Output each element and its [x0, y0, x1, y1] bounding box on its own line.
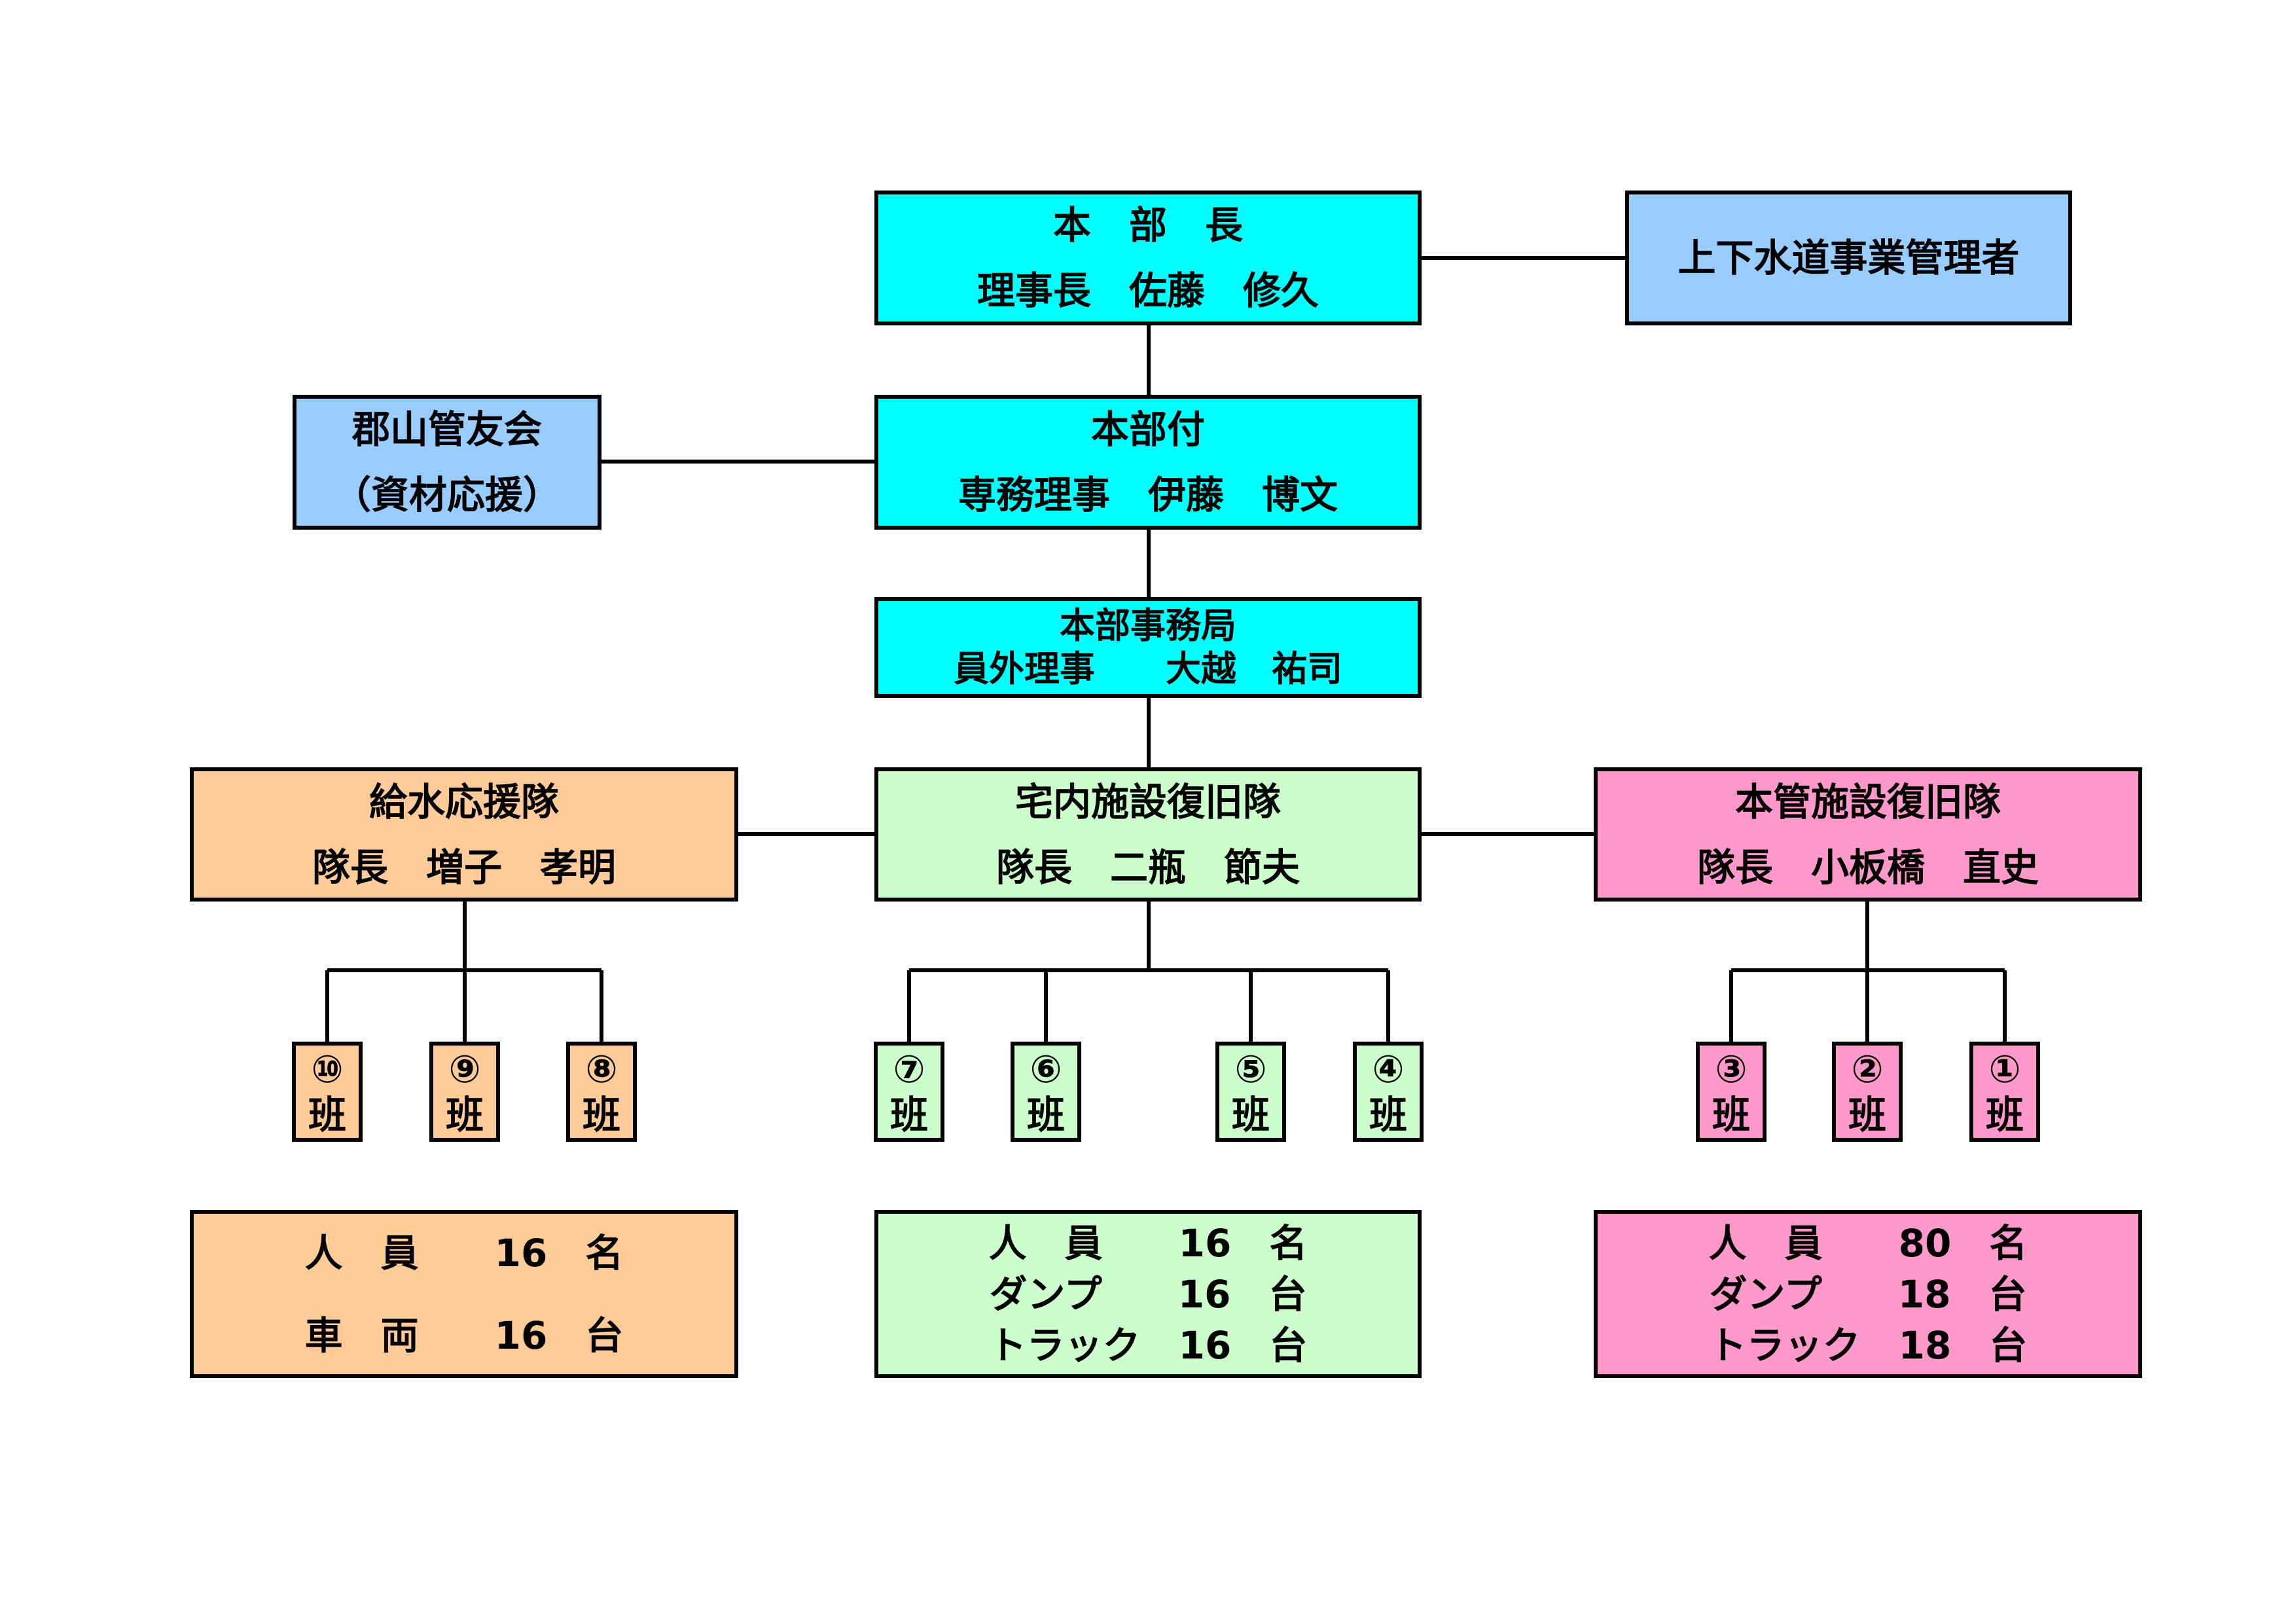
- honkan-box: 本管施設復旧隊 隊長 小板橋 直史: [1594, 767, 2142, 902]
- unit-8: ⑧ 班: [566, 1042, 637, 1142]
- unit-9-label: 班: [445, 1092, 484, 1137]
- unit-3-label: 班: [1712, 1092, 1750, 1137]
- summary-kyusui-vehicles: 車 両 16 台: [304, 1313, 624, 1358]
- jimukyoku-name: 員外理事 大越 祐司: [954, 648, 1342, 689]
- unit-7-label: 班: [889, 1092, 928, 1137]
- summary-takunai: 人 員 16 名 ダンプ 16 台 トラック 16 台: [874, 1210, 1422, 1378]
- unit-9: ⑨ 班: [429, 1042, 500, 1142]
- koriyama-box: 郡山管友会 （資材応援）: [293, 395, 601, 530]
- unit-2: ② 班: [1832, 1042, 1903, 1142]
- honkan-leader: 隊長 小板橋 直史: [1696, 845, 2039, 890]
- unit-1-num: ①: [1988, 1046, 2021, 1091]
- honbucho-name: 理事長 佐藤 修久: [977, 268, 1319, 313]
- unit-10: ⑩ 班: [292, 1042, 363, 1142]
- unit-2-label: 班: [1848, 1092, 1886, 1137]
- unit-6: ⑥ 班: [1011, 1042, 1081, 1142]
- jimukyoku-box: 本部事務局 員外理事 大越 祐司: [874, 597, 1422, 698]
- jogesuido-box: 上下水道事業管理者: [1625, 191, 2072, 325]
- unit-9-num: ⑨: [448, 1046, 481, 1091]
- summary-honkan-personnel: 人 員 80 名: [1708, 1220, 2028, 1266]
- unit-8-label: 班: [582, 1092, 620, 1137]
- unit-6-num: ⑥: [1030, 1046, 1062, 1091]
- koriyama-sub: （資材応援）: [332, 473, 561, 517]
- unit-7: ⑦ 班: [874, 1042, 944, 1142]
- honbutsuki-box: 本部付 専務理事 伊藤 博文: [874, 395, 1422, 530]
- unit-5: ⑤ 班: [1215, 1042, 1286, 1142]
- takunai-title: 宅内施設復旧隊: [1014, 779, 1281, 824]
- unit-5-label: 班: [1231, 1092, 1270, 1137]
- unit-3-num: ③: [1715, 1046, 1748, 1091]
- honbucho-title: 本 部 長: [1052, 203, 1243, 247]
- takunai-leader: 隊長 二瓶 節夫: [996, 845, 1300, 890]
- honkan-title: 本管施設復旧隊: [1734, 779, 2001, 824]
- unit-1-label: 班: [1985, 1092, 2024, 1137]
- unit-4: ④ 班: [1353, 1042, 1424, 1142]
- kyusui-box: 給水応援隊 隊長 増子 孝明: [190, 767, 738, 902]
- jogesuido-label: 上下水道事業管理者: [1677, 236, 2020, 280]
- unit-10-label: 班: [308, 1092, 346, 1137]
- unit-6-label: 班: [1026, 1092, 1065, 1137]
- summary-takunai-dump: ダンプ 16 台: [989, 1271, 1307, 1317]
- summary-takunai-truck: トラック 16 台: [988, 1322, 1308, 1368]
- kyusui-leader: 隊長 増子 孝明: [312, 845, 616, 890]
- takunai-box: 宅内施設復旧隊 隊長 二瓶 節夫: [874, 767, 1422, 902]
- unit-7-num: ⑦: [893, 1046, 925, 1091]
- unit-3: ③ 班: [1696, 1042, 1767, 1142]
- summary-takunai-personnel: 人 員 16 名: [988, 1220, 1308, 1266]
- honbutsuki-name: 専務理事 伊藤 博文: [958, 473, 1338, 517]
- summary-honkan-truck: トラック 18 台: [1708, 1322, 2028, 1368]
- kyusui-title: 給水応援隊: [368, 779, 559, 824]
- unit-1: ① 班: [1969, 1042, 2040, 1142]
- koriyama-title: 郡山管友会: [351, 407, 542, 452]
- unit-4-label: 班: [1369, 1092, 1407, 1137]
- honbutsuki-title: 本部付: [1090, 407, 1205, 452]
- unit-5-num: ⑤: [1234, 1046, 1267, 1091]
- unit-10-num: ⑩: [311, 1046, 344, 1091]
- summary-kyusui-personnel: 人 員 16 名: [304, 1230, 624, 1275]
- jimukyoku-title: 本部事務局: [1060, 605, 1236, 646]
- honbucho-box: 本 部 長 理事長 佐藤 修久: [874, 191, 1422, 325]
- unit-2-num: ②: [1851, 1046, 1884, 1091]
- summary-kyusui: 人 員 16 名 車 両 16 台: [190, 1210, 738, 1378]
- summary-honkan-dump: ダンプ 18 台: [1709, 1271, 2027, 1317]
- unit-8-num: ⑧: [585, 1046, 618, 1091]
- summary-honkan: 人 員 80 名 ダンプ 18 台 トラック 18 台: [1594, 1210, 2142, 1378]
- unit-4-num: ④: [1372, 1046, 1405, 1091]
